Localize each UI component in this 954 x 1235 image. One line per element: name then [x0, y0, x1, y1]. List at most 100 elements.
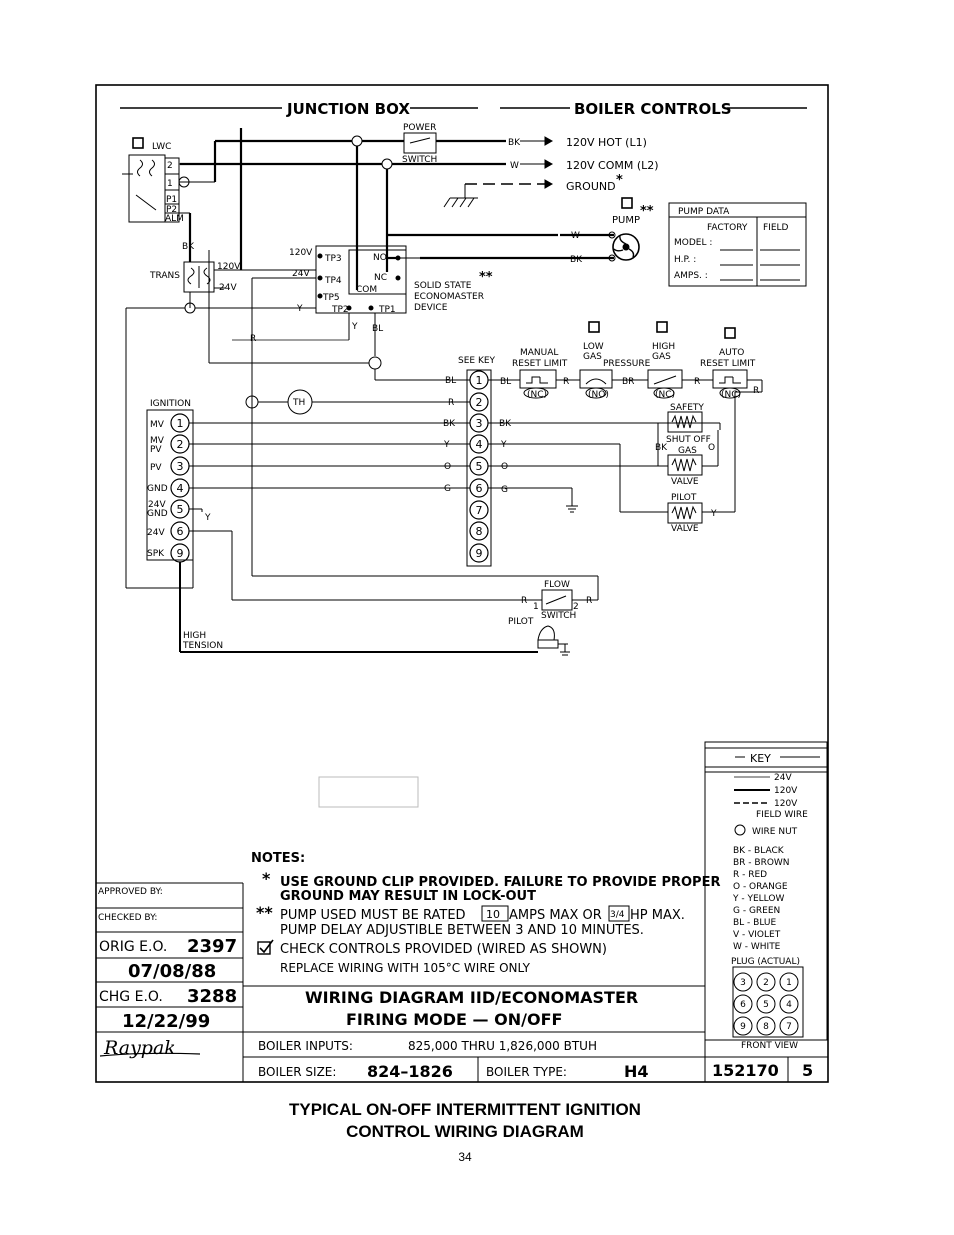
wire-label: G: [501, 485, 508, 495]
line-hot-label: 120V HOT (L1): [566, 136, 647, 149]
valve-label: VALVE: [671, 524, 699, 534]
boiler-inputs-label: BOILER INPUTS:: [258, 1039, 353, 1053]
strip-terminal: 9: [476, 547, 483, 560]
orig-eo-date: 07/08/88: [128, 961, 216, 982]
gas-label: GAS: [678, 446, 697, 456]
transformer-label: TRANS: [149, 271, 180, 281]
wire-label: BL: [445, 376, 456, 386]
page-number: 34: [458, 1150, 472, 1164]
plug-label: PLUG (ACTUAL): [731, 957, 800, 967]
key-field-wire: FIELD WIRE: [756, 810, 808, 820]
flow-terminal: 2: [573, 602, 579, 612]
lwc-terminal: ALM: [165, 214, 184, 224]
high-gas-label: HIGH: [652, 342, 675, 352]
pump-data-col: FIELD: [763, 223, 789, 233]
strip-terminal: 1: [476, 374, 483, 387]
notes-title: NOTES:: [251, 851, 305, 866]
flow-switch-label-2: SWITCH: [541, 611, 576, 621]
plug-pin: 8: [763, 1022, 769, 1032]
flow-terminal: 1: [533, 602, 539, 612]
note-pump-amps: 10: [486, 908, 500, 921]
boiler-size-label: BOILER SIZE:: [258, 1065, 336, 1079]
plug-pin: 6: [740, 1000, 746, 1010]
plug-pin: 2: [763, 978, 769, 988]
nc-tag: (NC): [655, 390, 675, 400]
plug-pin: 4: [786, 1000, 792, 1010]
note-1-line-1: USE GROUND CLIP PROVIDED. FAILURE TO PRO…: [280, 875, 720, 890]
ignition-terminal-name: MV: [150, 436, 165, 446]
strip-terminal: 5: [476, 460, 483, 473]
see-key-label: SEE KEY: [458, 356, 496, 366]
key-field-120v: 120V: [774, 799, 798, 809]
boiler-size-value: 824–1826: [367, 1062, 453, 1081]
econ-contact: NO: [373, 253, 387, 263]
wire-label: BK: [499, 419, 512, 429]
boiler-type-value: H4: [624, 1062, 649, 1081]
note-4: REPLACE WIRING WITH 105°C WIRE ONLY: [280, 961, 531, 975]
wire-label: BK: [508, 138, 521, 148]
ignition-terminal-name: 24V: [147, 528, 165, 538]
drawing-title-2: FIRING MODE — ON/OFF: [346, 1010, 562, 1029]
wire-label: BK: [443, 419, 456, 429]
color-code: BR - BROWN: [733, 858, 790, 868]
pilot-valve-label: PILOT: [671, 493, 697, 503]
document-number: 152170: [712, 1061, 779, 1080]
strip-terminal: 8: [476, 525, 483, 538]
ground-note-mark: *: [616, 173, 623, 188]
econ-terminal: TP1: [378, 305, 396, 315]
boiler-type-label: BOILER TYPE:: [486, 1065, 567, 1079]
power-switch-label-2: SWITCH: [402, 155, 437, 165]
econ-note-mark: **: [479, 270, 493, 285]
diagram-frame: [95, 84, 829, 1083]
pump-data-row: H.P. :: [674, 255, 696, 265]
wire-label: R: [563, 377, 569, 387]
econ-terminal: TP5: [322, 293, 340, 303]
high-tension-label-2: TENSION: [182, 641, 223, 651]
color-code: R - RED: [733, 870, 767, 880]
color-code: BK - BLACK: [733, 846, 785, 856]
econ-contact: NC: [374, 273, 387, 283]
note-pump-hp: 3/4: [610, 910, 625, 920]
chg-eo-number: 3288: [187, 986, 237, 1007]
chg-eo-date: 12/22/99: [122, 1011, 210, 1032]
wire-label: R: [694, 377, 700, 387]
lwc-label: LWC: [152, 142, 171, 152]
drawing-title-1: WIRING DIAGRAM IID/ECONOMASTER: [305, 988, 638, 1007]
wire-label: Y: [500, 440, 507, 450]
ignition-terminal-name: PV: [150, 463, 162, 473]
nc-tag: (NC): [527, 390, 547, 400]
revision-number: 5: [802, 1061, 813, 1080]
wire-label: BL: [372, 324, 383, 334]
wire-label: O: [708, 443, 715, 453]
wire-label: BK: [182, 242, 195, 252]
thermostat-label: TH: [292, 398, 305, 408]
ignition-terminal-number: 5: [177, 503, 184, 516]
pilot-label: PILOT: [508, 617, 534, 627]
wire-label: G: [444, 484, 451, 494]
low-gas-label-2: GAS: [583, 352, 602, 362]
safety-label: SAFETY: [670, 403, 704, 413]
econ-voltage: 24V: [292, 269, 310, 279]
econ-terminal: TP4: [324, 276, 342, 286]
wire-label: O: [444, 462, 451, 472]
pump-label: PUMP: [612, 215, 640, 226]
wire-label: R: [250, 334, 256, 344]
pump-data-row: MODEL :: [674, 238, 712, 248]
color-code: Y - YELLOW: [732, 894, 784, 904]
econ-contact: COM: [356, 285, 377, 295]
line-comm-label: 120V COMM (L2): [566, 159, 659, 172]
approved-by-label: APPROVED BY:: [98, 887, 163, 897]
pump-note-mark: **: [640, 204, 654, 219]
ignition-terminal-name: MV: [150, 420, 165, 430]
note-3: CHECK CONTROLS PROVIDED (WIRED AS SHOWN): [280, 942, 607, 957]
note-2-line-2: PUMP DELAY ADJUSTIBLE BETWEEN 3 AND 10 M…: [280, 923, 644, 938]
pressure-label: PRESSURE: [603, 359, 651, 369]
no-tag: (NO): [588, 390, 609, 400]
econ-description: ECONOMASTER: [414, 292, 484, 302]
econ-description: SOLID STATE: [414, 281, 472, 291]
ignition-terminal-name: SPK: [147, 549, 165, 559]
wire-label: BR: [622, 377, 634, 387]
wire-label: R: [521, 596, 527, 606]
pump-data-title: PUMP DATA: [678, 207, 730, 217]
chg-eo-label: CHG E.O.: [99, 989, 163, 1005]
